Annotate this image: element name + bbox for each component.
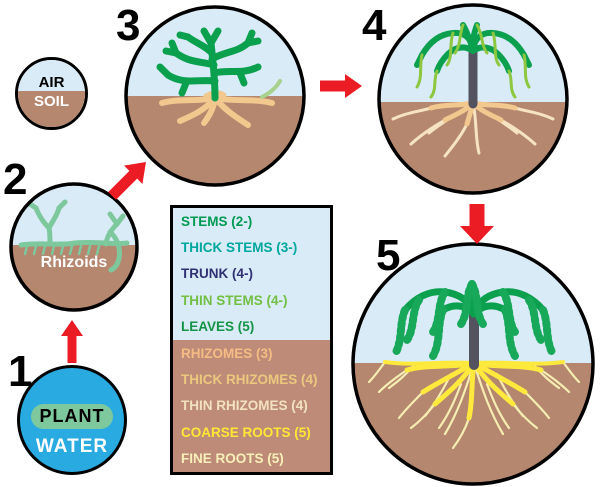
legend-soil-section: RHIZOMES (3) THICK RHIZOMES (4) THIN RHI… (173, 340, 330, 472)
legend-air-section: STEMS (2-) THICK STEMS (3-) TRUNK (4-) T… (173, 208, 330, 340)
legend-item: STEMS (2-) (181, 213, 253, 229)
stage-3-illustration (124, 5, 306, 187)
soil-half: SOIL (18, 91, 85, 127)
arrow-right-icon (320, 74, 362, 98)
leaves-drawing (391, 280, 557, 360)
rhizoids-label: Rhizoids (40, 254, 108, 271)
soil-label: SOIL (33, 93, 69, 110)
stage-4-number: 4 (362, 1, 387, 50)
arrow-down-icon (460, 204, 494, 244)
stems-drawing (18, 199, 130, 273)
thin-stem-shoot-drawing (260, 79, 282, 99)
legend-item: THIN RHIZOMES (4) (181, 398, 308, 414)
water-label: WATER (35, 436, 109, 457)
legend-item: THICK RHIZOMES (4) (181, 372, 318, 388)
air-half: AIR (18, 60, 85, 91)
stage-2-illustration (9, 182, 139, 312)
plant-label: PLANT (39, 406, 105, 426)
stage-5-scene (353, 244, 593, 484)
stage-1-circle: PLANT WATER (17, 365, 127, 475)
legend-box: STEMS (2-) THICK STEMS (3-) TRUNK (4-) T… (170, 205, 333, 475)
stage-2-scene (11, 184, 137, 310)
arrow-up-right-icon (108, 162, 146, 200)
legend-item: LEAVES (5) (181, 319, 255, 335)
legend-item: THICK STEMS (3-) (181, 240, 298, 256)
rhizoid-hairs-drawing (23, 244, 101, 256)
arrow-up-icon (61, 320, 83, 363)
stage-3-number: 3 (116, 1, 141, 50)
legend-item: FINE ROOTS (5) (181, 451, 284, 467)
legend-item: COARSE ROOTS (5) (181, 424, 311, 440)
air-soil-key-circle: AIR SOIL (15, 57, 88, 130)
legend-item: THIN STEMS (4-) (181, 292, 288, 308)
stage-4-illustration (377, 3, 569, 195)
stems-drawing (156, 27, 262, 102)
stage-5-illustration (351, 242, 595, 486)
legend-item: RHIZOMES (3) (181, 345, 273, 361)
coarse-roots-drawing (383, 360, 565, 421)
legend-item: TRUNK (4-) (181, 266, 253, 282)
thin-stems-drawing (415, 23, 531, 99)
rhizomes-drawing (159, 90, 275, 128)
air-label: AIR (38, 74, 65, 91)
stage-2-number: 2 (3, 155, 28, 204)
plant-pill: PLANT (31, 404, 113, 429)
